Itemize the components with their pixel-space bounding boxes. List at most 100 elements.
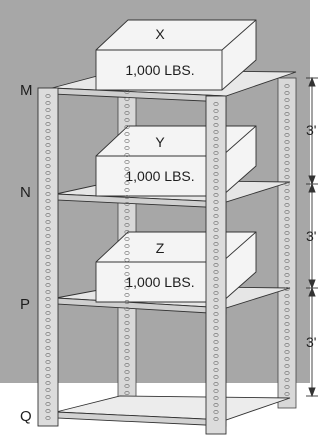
post-hole (284, 196, 290, 200)
post-hole (213, 382, 219, 386)
dimension-label-bottom: 3' (306, 334, 317, 350)
post-hole (284, 98, 290, 102)
post-hole (213, 361, 219, 365)
post-hole (213, 165, 219, 169)
post-hole (124, 174, 130, 178)
post-hole (124, 349, 130, 353)
post-hole (284, 287, 290, 291)
post-hole (124, 286, 130, 290)
post-hole (45, 416, 51, 420)
post-hole (284, 112, 290, 116)
post-hole (213, 410, 219, 414)
post-hole (213, 214, 219, 218)
post-hole (45, 227, 51, 231)
post-hole (45, 108, 51, 112)
post-hole (284, 329, 290, 333)
post-hole (213, 123, 219, 127)
post-hole (284, 315, 290, 319)
post-hole (213, 312, 219, 316)
post-hole (124, 195, 130, 199)
post-hole (213, 207, 219, 211)
post-hole (213, 102, 219, 106)
box-z-weight: 1,000 LBS. (125, 274, 195, 290)
post-hole (124, 139, 130, 143)
post-hole (124, 391, 130, 395)
post-hole (124, 342, 130, 346)
arrowhead (308, 76, 316, 87)
post-hole (213, 375, 219, 379)
post-hole (45, 192, 51, 196)
post-hole (45, 213, 51, 217)
post-hole (213, 144, 219, 148)
post-hole (45, 409, 51, 413)
post-hole (284, 182, 290, 186)
post-hole (124, 328, 130, 332)
post-hole (284, 84, 290, 88)
post-holes (45, 84, 290, 421)
post-hole (45, 395, 51, 399)
post-hole (124, 111, 130, 115)
post-hole (124, 272, 130, 276)
post-hole (213, 340, 219, 344)
post-hole (45, 283, 51, 287)
arrowhead (308, 182, 316, 193)
post-hole (213, 326, 219, 330)
post-hole (213, 396, 219, 400)
post-hole (284, 147, 290, 151)
post-hole (45, 269, 51, 273)
post-hole (284, 203, 290, 207)
post-hole (124, 132, 130, 136)
post-hole (45, 150, 51, 154)
post-hole (124, 279, 130, 283)
post-hole (124, 223, 130, 227)
post-hole (284, 308, 290, 312)
post-hole (45, 185, 51, 189)
post-hole (213, 109, 219, 113)
post-hole (213, 354, 219, 358)
post-hole (284, 231, 290, 235)
post-hole (45, 178, 51, 182)
post-hole (284, 119, 290, 123)
post-hole (124, 153, 130, 157)
post-hole (284, 126, 290, 130)
post-hole (213, 200, 219, 204)
post-hole (284, 161, 290, 165)
post-hole (45, 318, 51, 322)
post-hole (124, 244, 130, 248)
post-hole (284, 364, 290, 368)
post-hole (124, 118, 130, 122)
post-hole (213, 333, 219, 337)
post-hole (45, 220, 51, 224)
box-z-letter: Z (155, 240, 165, 256)
post-hole (124, 237, 130, 241)
post-hole (124, 258, 130, 262)
post-hole (284, 280, 290, 284)
post-hole (45, 311, 51, 315)
post-hole (213, 284, 219, 288)
post-hole (284, 133, 290, 137)
dimension-label-top: 3' (306, 122, 317, 138)
post-hole (124, 209, 130, 213)
post-hole (284, 210, 290, 214)
post-hole (213, 319, 219, 323)
post-hole (213, 228, 219, 232)
shelf-label-q: Q (20, 408, 32, 425)
post-hole (45, 101, 51, 105)
post-hole (124, 104, 130, 108)
post-hole (45, 234, 51, 238)
post-hole (124, 321, 130, 325)
post-hole (213, 186, 219, 190)
post-hole (124, 181, 130, 185)
post-hole (124, 160, 130, 164)
post-hole (124, 363, 130, 367)
post-hole (45, 164, 51, 168)
arrowhead (308, 387, 316, 398)
post-hole (213, 193, 219, 197)
post-hole (124, 377, 130, 381)
post-hole (213, 249, 219, 253)
post-hole (45, 171, 51, 175)
post-hole (213, 305, 219, 309)
post-hole (284, 189, 290, 193)
shelf-label-n: N (20, 184, 31, 201)
post-hole (45, 157, 51, 161)
